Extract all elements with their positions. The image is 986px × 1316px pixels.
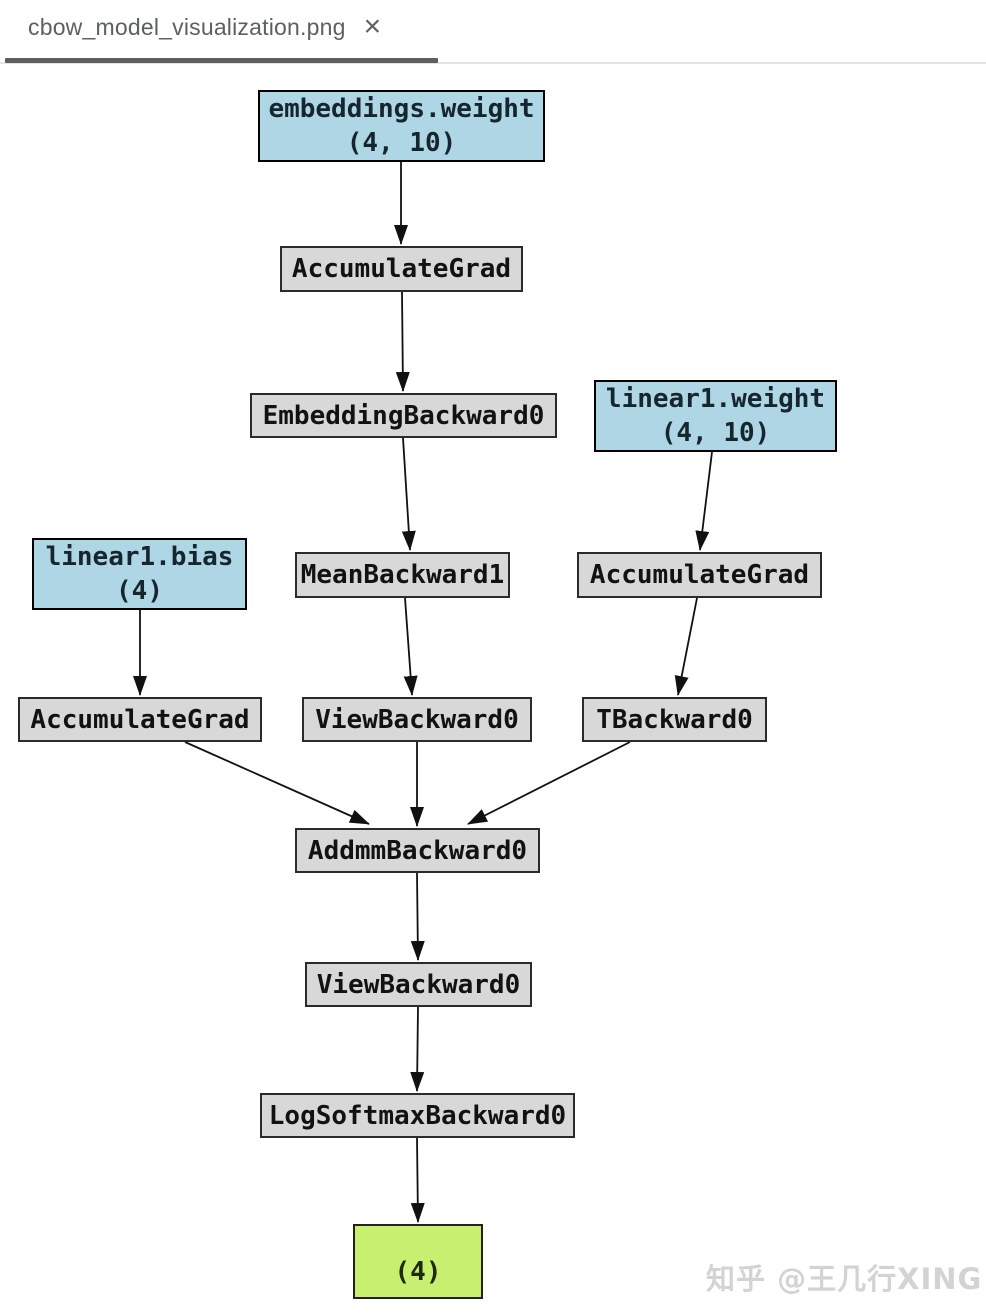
tabstrip-divider	[0, 62, 986, 64]
node-embeddings-weight: embeddings.weight (4, 10)	[258, 90, 545, 162]
node-op-label: MeanBackward1	[300, 560, 505, 590]
tab-title: cbow_model_visualization.png	[28, 13, 346, 40]
node-output-shape: (4)	[394, 1257, 442, 1287]
edge-embeddingbwd-to-meanbwd	[401, 437, 416, 551]
node-mean-backward1: MeanBackward1	[295, 552, 510, 598]
edge-meanbwd-to-viewbwd	[403, 597, 418, 696]
node-param-name: embeddings.weight	[268, 94, 535, 124]
node-op-label: AccumulateGrad	[30, 704, 250, 735]
watermark: 知乎 @王几行XING	[706, 1262, 983, 1296]
node-op-label: AccumulateGrad	[291, 254, 512, 284]
node-param-name: linear1.bias	[45, 542, 234, 572]
node-param-shape: (4, 10)	[346, 128, 457, 158]
node-op-label: AddmmBackward0	[307, 835, 528, 866]
node-logsoftmax-backward0: LogSoftmaxBackward0	[260, 1093, 575, 1138]
close-icon[interactable]: ×	[363, 10, 382, 43]
node-accumulate-grad-linear1-bias: AccumulateGrad	[18, 697, 262, 742]
node-param-shape: (4)	[116, 576, 163, 606]
node-view-backward0-first: ViewBackward0	[302, 697, 532, 742]
tab-bar: cbow_model_visualization.png ×	[0, 0, 986, 64]
tab-cbow-model-visualization[interactable]: cbow_model_visualization.png ×	[28, 12, 381, 42]
node-addmm-backward0: AddmmBackward0	[295, 828, 540, 873]
node-param-name: linear1.weight	[605, 384, 826, 414]
node-op-label: ViewBackward0	[315, 704, 519, 735]
edge-addmm-to-viewbwd2	[410, 872, 425, 961]
edge-logsoftmax-to-output	[410, 1137, 425, 1223]
edge-accgrad-to-tbwd	[674, 597, 698, 696]
node-accumulate-grad-linear1-weight: AccumulateGrad	[577, 552, 822, 598]
edge-accgrad-to-embeddingbwd	[395, 291, 410, 392]
node-op-label: EmbeddingBackward0	[262, 400, 545, 431]
edge-linear1weight-to-accgrad	[695, 451, 713, 551]
node-op-label: AccumulateGrad	[589, 560, 810, 590]
node-view-backward0-second: ViewBackward0	[305, 962, 532, 1007]
node-output-tensor: (4)	[353, 1224, 483, 1299]
node-param-shape: (4, 10)	[660, 418, 771, 448]
node-embedding-backward0: EmbeddingBackward0	[250, 393, 557, 438]
node-op-label: TBackward0	[596, 704, 753, 735]
edge-accgrad-to-addmm	[184, 741, 370, 825]
edge-viewbwd2-to-logsoftmax	[410, 1006, 425, 1092]
node-linear1-weight: linear1.weight (4, 10)	[594, 380, 837, 452]
node-op-label: LogSoftmaxBackward0	[268, 1100, 567, 1131]
active-tab-underline	[5, 58, 438, 63]
node-linear1-bias: linear1.bias (4)	[32, 538, 247, 610]
node-op-label: ViewBackward0	[316, 969, 521, 1000]
node-accumulate-grad-embeddings: AccumulateGrad	[280, 246, 523, 292]
node-t-backward0: TBackward0	[582, 697, 767, 742]
edge-tbwd-to-addmm	[467, 741, 631, 825]
